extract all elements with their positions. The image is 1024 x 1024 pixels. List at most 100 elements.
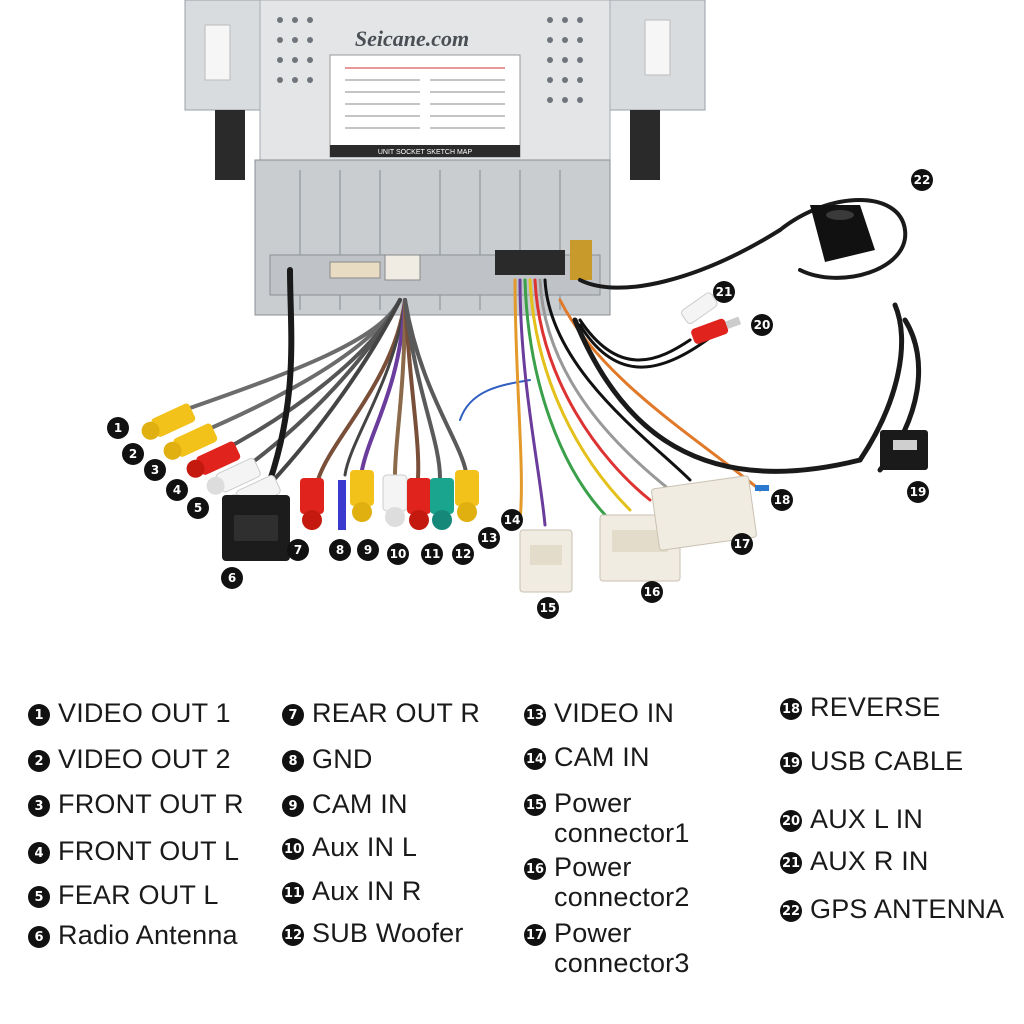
legend-label: REAR OUT R [312, 698, 481, 728]
legend-label: VIDEO OUT 2 [58, 744, 231, 774]
callout-15: 15 [537, 597, 559, 619]
head-unit: UNIT SOCKET SKETCH MAP Seicane.com [184, 0, 706, 316]
legend-label: AUX L IN [810, 804, 924, 834]
legend-label: GND [312, 744, 373, 774]
legend-number-badge: 22 [780, 900, 802, 922]
callout-20: 20 [751, 314, 773, 336]
legend-label: Aux IN L [312, 832, 418, 862]
legend-number-badge: 15 [524, 794, 546, 816]
callout-number: 17 [734, 537, 751, 551]
legend-number-badge: 20 [780, 810, 802, 832]
legend-number-badge: 8 [282, 750, 304, 772]
legend-number-badge: 4 [28, 842, 50, 864]
wiring-photo: UNIT SOCKET SKETCH MAP Seicane.com [107, 0, 933, 619]
callout-17: 17 [731, 533, 753, 555]
legend-number-badge: 12 [282, 924, 304, 946]
legend-number-badge: 5 [28, 886, 50, 908]
legend-label: Power connector2 [554, 852, 690, 912]
legend-item-16: 16 Power connector2 [524, 852, 690, 912]
legend-item-3: 3 FRONT OUT R [28, 789, 244, 819]
callout-number: 14 [504, 513, 521, 527]
brand-logo: Seicane.com [355, 26, 469, 51]
legend-label: Power connector1 [554, 788, 690, 848]
callout-number: 2 [129, 447, 137, 461]
legend-label: REVERSE [810, 692, 941, 722]
power-connectors [222, 205, 928, 593]
legend-number-badge: 7 [282, 704, 304, 726]
callout-number: 19 [910, 485, 927, 499]
callout-1: 1 [107, 417, 129, 439]
callout-number: 13 [481, 531, 498, 545]
cable-bundle [168, 198, 922, 527]
callout-number: 11 [424, 547, 441, 561]
callout-18: 18 [771, 489, 793, 511]
callout-number: 8 [336, 543, 344, 557]
legend-item-12: 12 SUB Woofer [282, 918, 464, 948]
callout-4: 4 [166, 479, 188, 501]
rca-connectors [141, 286, 742, 530]
callout-11: 11 [421, 543, 443, 565]
callout-14: 14 [501, 509, 523, 531]
callout-number: 22 [914, 173, 931, 187]
sticker-title: UNIT SOCKET SKETCH MAP [378, 149, 473, 156]
legend-number-badge: 16 [524, 858, 546, 880]
callout-number: 5 [194, 501, 202, 515]
legend-number-badge: 21 [780, 852, 802, 874]
legend-item-11: 11 Aux IN R [282, 876, 422, 906]
callout-number: 4 [173, 483, 181, 497]
legend-number-badge: 13 [524, 704, 546, 726]
legend-item-7: 7 REAR OUT R [282, 698, 480, 728]
legend-number-badge: 18 [780, 698, 802, 720]
legend-label: VIDEO OUT 1 [58, 698, 231, 728]
callout-number: 1 [114, 421, 122, 435]
callout-3: 3 [144, 459, 166, 481]
legend-label: Radio Antenna [58, 920, 238, 950]
callout-number: 7 [294, 543, 302, 557]
callout-6: 6 [221, 567, 243, 589]
callout-8: 8 [329, 539, 351, 561]
callout-number: 20 [754, 318, 771, 332]
legend-label: GPS ANTENNA [810, 894, 1005, 924]
callout-22: 22 [911, 169, 933, 191]
legend-number-badge: 19 [780, 752, 802, 774]
legend-item-20: 20 AUX L IN [780, 804, 923, 834]
callout-13: 13 [478, 527, 500, 549]
callout-number: 12 [455, 547, 472, 561]
callout-2: 2 [122, 443, 144, 465]
legend-item-8: 8 GND [282, 744, 373, 774]
legend-item-22: 22 GPS ANTENNA [780, 894, 1004, 924]
legend-number-badge: 11 [282, 882, 304, 904]
legend-item-18: 18 REVERSE [780, 692, 940, 722]
callout-number: 16 [644, 585, 661, 599]
legend-label: CAM IN [312, 789, 408, 819]
legend-item-15: 15 Power connector1 [524, 788, 690, 848]
legend-number-badge: 3 [28, 795, 50, 817]
callout-number: 10 [390, 547, 407, 561]
callout-16: 16 [641, 581, 663, 603]
legend-label: SUB Woofer [312, 918, 464, 948]
legend-label: FRONT OUT L [58, 836, 240, 866]
legend-label: FRONT OUT R [58, 789, 244, 819]
legend-number-badge: 14 [524, 748, 546, 770]
callout-7: 7 [287, 539, 309, 561]
legend-item-4: 4 FRONT OUT L [28, 836, 239, 866]
callout-number: 15 [540, 601, 557, 615]
legend-label: CAM IN [554, 742, 650, 772]
legend-label: Aux IN R [312, 876, 422, 906]
callout-number: 3 [151, 463, 159, 477]
callout-number: 9 [364, 543, 372, 557]
callout-19: 19 [907, 481, 929, 503]
callout-number: 6 [228, 571, 236, 585]
